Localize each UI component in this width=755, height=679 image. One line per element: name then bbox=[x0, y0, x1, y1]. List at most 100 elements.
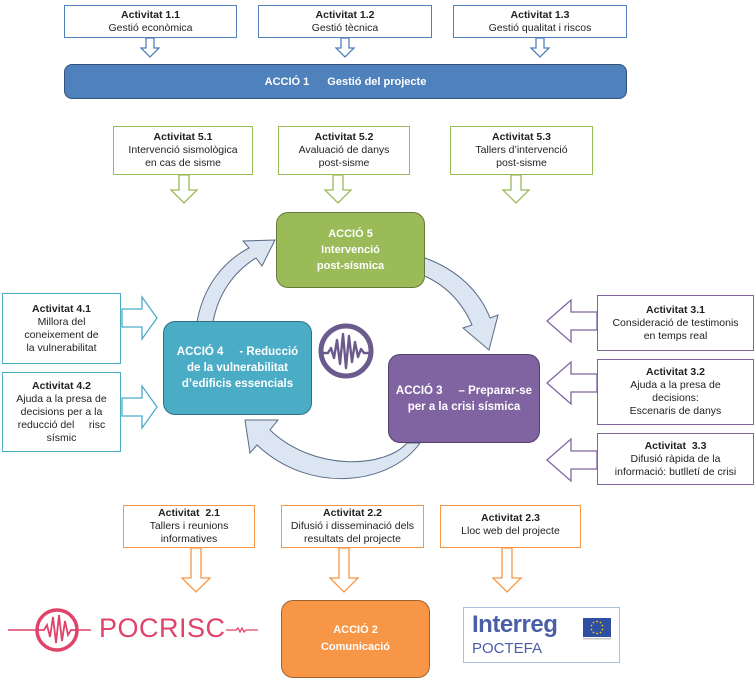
activity-desc: Millora del bbox=[37, 315, 86, 328]
arrow-5-3 bbox=[501, 174, 531, 204]
cycle-arrow-4-to-5 bbox=[196, 239, 276, 323]
accio-5-title: ACCIÓ 5 bbox=[328, 228, 373, 240]
activity-desc: en cas de sisme bbox=[145, 157, 221, 169]
cycle-arrow-5-to-3 bbox=[419, 257, 499, 351]
activity-desc: Lloc web del projecte bbox=[461, 525, 560, 537]
accio-4-line: d’edificis essencials bbox=[181, 378, 294, 390]
arrow-3-2 bbox=[546, 360, 598, 406]
activity-desc: Tallers i reunions bbox=[149, 520, 229, 532]
activity-title: Activitat 3.3 bbox=[644, 439, 707, 452]
activity-desc: post-sisme bbox=[496, 157, 547, 169]
seismograph-icon bbox=[318, 323, 374, 379]
accio-2: ACCIÓ 2 Comunicació bbox=[281, 600, 430, 678]
pocrisc-seismograph-icon bbox=[8, 608, 91, 652]
activity-title: Activitat 3.1 bbox=[646, 303, 705, 316]
activity-desc: reducció del risc bbox=[17, 418, 106, 431]
activity-2-1: Activitat 2.1 Tallers i reunions informa… bbox=[123, 505, 255, 548]
arrow-1-2 bbox=[334, 37, 356, 58]
activity-desc: informatives bbox=[160, 533, 218, 545]
accio-1-title: ACCIÓ 1 bbox=[264, 75, 310, 88]
activity-desc: coneixement de bbox=[24, 328, 99, 341]
activity-desc: Gestió tècnica bbox=[311, 21, 379, 34]
arrow-2-1 bbox=[180, 547, 212, 593]
accio-4-title: ACCIÓ 4 - Reducció bbox=[176, 346, 299, 358]
arrow-4-2 bbox=[121, 383, 158, 431]
pocrisc-wave-tail-icon bbox=[226, 627, 258, 633]
activity-desc: Ajuda a la presa de bbox=[630, 379, 721, 391]
activity-title: Activitat 5.1 bbox=[153, 131, 213, 143]
activity-desc: Difusió ràpida de la bbox=[630, 452, 721, 465]
arrow-2-2 bbox=[328, 547, 360, 593]
arrow-3-3 bbox=[546, 437, 598, 483]
cycle-arrow-3-to-4 bbox=[244, 419, 421, 480]
activity-desc: sísmic bbox=[46, 431, 77, 444]
activity-3-1: Activitat 3.1 Consideració de testimonis… bbox=[597, 295, 754, 351]
activity-3-3: Activitat 3.3 Difusió ràpida de la infor… bbox=[597, 433, 754, 485]
activity-desc: Gestió econòmica bbox=[108, 21, 193, 34]
accio-1-subtitle: Gestió del projecte bbox=[327, 75, 427, 88]
activity-desc: Avaluació de danys bbox=[298, 144, 390, 156]
activity-desc: Ajuda a la presa de bbox=[16, 392, 107, 405]
activity-desc: Intervenció sismològica bbox=[128, 144, 238, 156]
activity-3-2: Activitat 3.2 Ajuda a la presa de decisi… bbox=[597, 359, 754, 425]
accio-5-line: post-sísmica bbox=[316, 260, 385, 272]
activity-desc: decisions: bbox=[652, 392, 699, 404]
activity-title: Activitat 4.2 bbox=[32, 379, 91, 392]
activity-title: Activitat 2.2 bbox=[323, 507, 382, 519]
arrow-4-1 bbox=[121, 294, 158, 342]
arrow-2-3 bbox=[491, 547, 523, 593]
arrow-1-3 bbox=[529, 37, 551, 58]
accio-3-title: ACCIÓ 3 – Preparar-se bbox=[395, 384, 533, 397]
interreg-wordmark: Interreg bbox=[472, 611, 558, 638]
arrow-5-1 bbox=[169, 174, 199, 204]
activity-1-2: Activitat 1.2 Gestió tècnica bbox=[258, 5, 432, 38]
accio-2-line: Comunicació bbox=[320, 641, 391, 653]
activity-title: Activitat 3.2 bbox=[646, 366, 705, 378]
activity-title: Activitat 1.3 bbox=[510, 8, 570, 21]
activity-2-2: Activitat 2.2 Difusió i disseminació del… bbox=[281, 505, 424, 548]
activity-1-1: Activitat 1.1 Gestió econòmica bbox=[64, 5, 237, 38]
activity-4-2: Activitat 4.2 Ajuda a la presa de decisi… bbox=[2, 372, 121, 452]
accio-3-line: per a la crisi sísmica bbox=[407, 400, 521, 413]
activity-desc: decisions per a la bbox=[20, 405, 103, 418]
activity-4-1: Activitat 4.1 Millora del coneixement de… bbox=[2, 293, 121, 364]
activity-5-1: Activitat 5.1 Intervenció sismològica en… bbox=[113, 126, 253, 175]
activity-title: Activitat 4.1 bbox=[32, 302, 91, 315]
activity-desc: Tallers d’intervenció bbox=[475, 144, 568, 156]
accio-5-line: Intervenció bbox=[321, 244, 380, 256]
activity-title: Activitat 5.3 bbox=[492, 131, 551, 143]
activity-desc: Consideració de testimonis bbox=[612, 316, 739, 329]
accio-3: ACCIÓ 3 – Preparar-se per a la crisi sís… bbox=[388, 354, 540, 443]
activity-2-3: Activitat 2.3 Lloc web del projecte bbox=[440, 505, 581, 548]
activity-title: Activitat 5.2 bbox=[314, 131, 374, 143]
activity-title: Activitat 2.1 bbox=[158, 507, 220, 519]
activity-desc: informació: butlletí de crisi bbox=[614, 465, 737, 478]
eu-flag-icon bbox=[583, 618, 611, 640]
activity-title: Activitat 2.3 bbox=[481, 512, 540, 524]
accio-5: ACCIÓ 5 Intervenció post-sísmica bbox=[276, 212, 425, 288]
activity-desc: Gestió qualitat i riscos bbox=[488, 21, 592, 34]
pocrisc-logo: POCRISC bbox=[6, 605, 258, 655]
activity-desc: la vulnerabilitat bbox=[26, 341, 97, 354]
activity-title: Activitat 1.1 bbox=[121, 8, 180, 21]
arrow-1-1 bbox=[139, 37, 161, 58]
activity-desc: post-sisme bbox=[318, 157, 370, 169]
activity-desc: en temps real bbox=[643, 329, 708, 342]
activity-5-2: Activitat 5.2 Avaluació de danys post-si… bbox=[278, 126, 410, 175]
activity-desc: Escenaris de danys bbox=[629, 405, 722, 417]
accio-4: ACCIÓ 4 - Reducció de la vulnerabilitat … bbox=[163, 321, 312, 415]
activity-desc: resultats del projecte bbox=[304, 533, 401, 545]
pocrisc-wordmark: POCRISC bbox=[99, 613, 226, 643]
arrow-5-2 bbox=[323, 174, 353, 204]
activity-1-3: Activitat 1.3 Gestió qualitat i riscos bbox=[453, 5, 627, 38]
accio-1-bar: ACCIÓ 1 Gestió del projecte bbox=[64, 64, 627, 99]
interreg-poctefa-logo: Interreg POCTEFA bbox=[463, 607, 620, 663]
activity-5-3: Activitat 5.3 Tallers d’intervenció post… bbox=[450, 126, 593, 175]
activity-desc: Difusió i disseminació dels bbox=[290, 520, 415, 532]
poctefa-wordmark: POCTEFA bbox=[472, 640, 543, 657]
accio-4-line: de la vulnerabilitat bbox=[187, 362, 288, 374]
arrow-3-1 bbox=[546, 298, 598, 344]
activity-title: Activitat 1.2 bbox=[315, 8, 375, 21]
accio-2-title: ACCIÓ 2 bbox=[333, 624, 378, 636]
